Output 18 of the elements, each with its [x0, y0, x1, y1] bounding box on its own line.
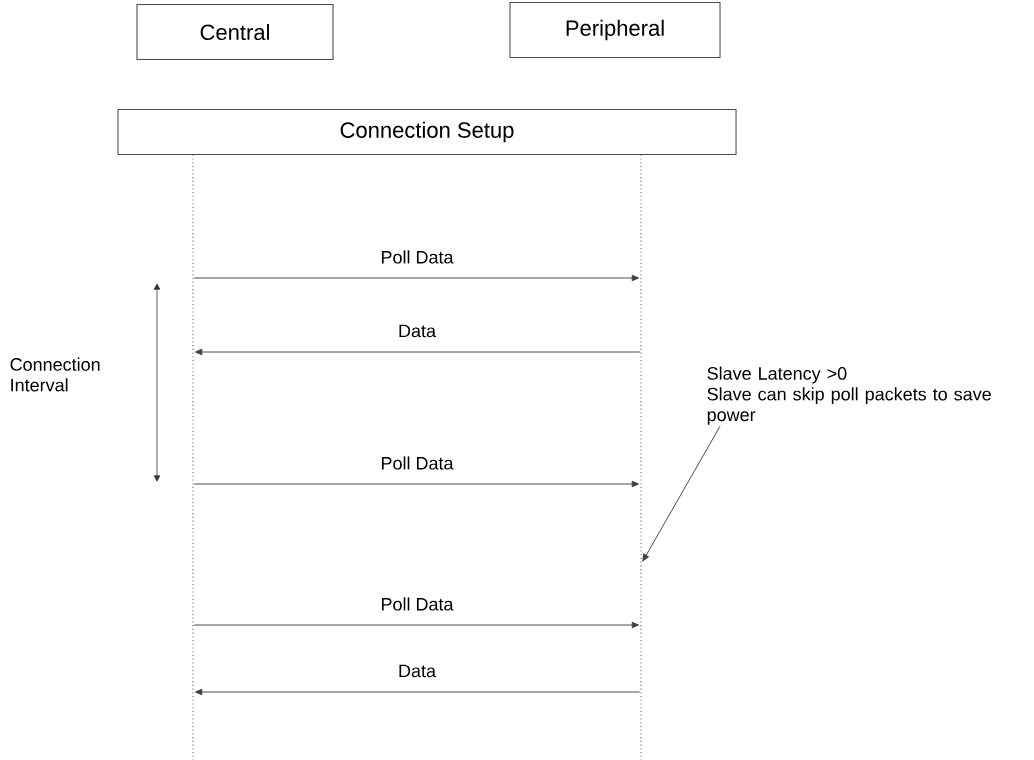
message-arrow — [195, 688, 641, 696]
interval-label: Connection Interval — [10, 357, 100, 392]
message-label: Data — [396, 663, 438, 679]
message-label: Poll Data — [379, 455, 455, 471]
participant-box: Peripheral — [509, 2, 721, 58]
leader-arrow — [642, 425, 721, 562]
message-label: Data — [396, 323, 438, 339]
annotation-text: Slave Latency >0 Slave can skip poll packets to save power — [707, 366, 991, 425]
lifeline — [640, 154, 642, 760]
participant-box: Central — [136, 4, 334, 60]
lifeline — [192, 154, 194, 760]
message-arrow — [193, 274, 639, 282]
message-arrow — [193, 621, 639, 629]
message-arrow — [195, 348, 641, 356]
participant-box: Connection Setup — [117, 108, 737, 156]
message-label: Poll Data — [379, 249, 455, 265]
message-label: Poll Data — [379, 596, 455, 612]
message-arrow — [193, 480, 639, 488]
